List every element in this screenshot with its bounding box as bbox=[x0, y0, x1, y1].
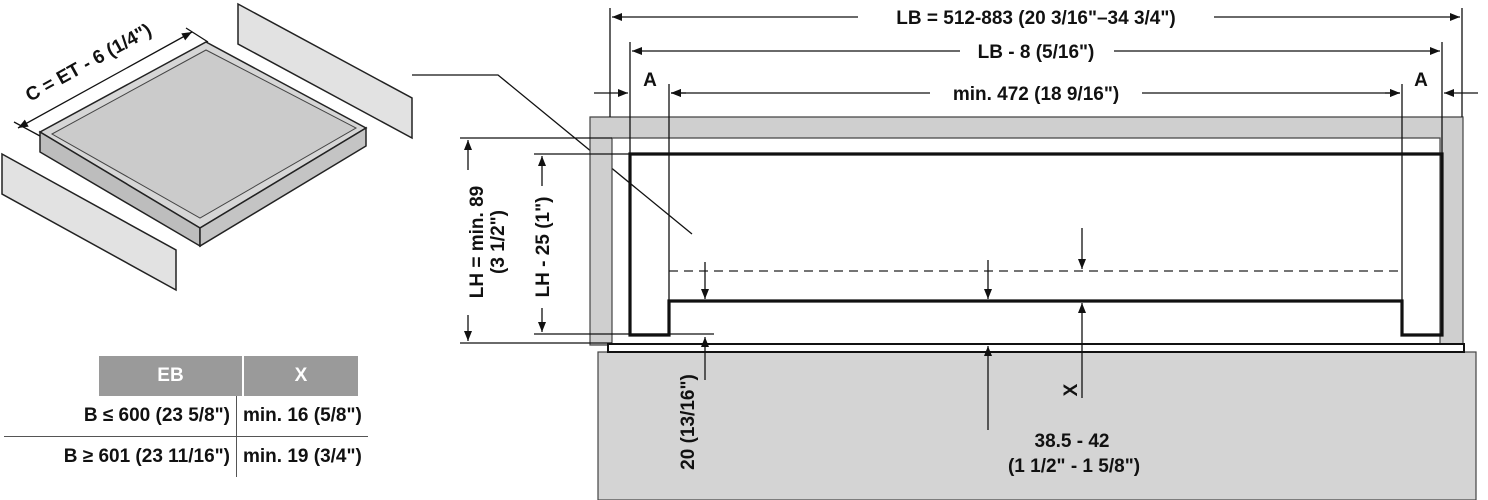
range-label-line2: (1 1/2" - 1 5/8") bbox=[1008, 456, 1140, 477]
lh25-label: LH - 25 (1") bbox=[533, 197, 554, 298]
leader-line bbox=[412, 74, 693, 235]
table-row: B ≥ 601 (23 11/16") min. 19 (3/4") bbox=[4, 436, 368, 477]
row1-b-value: B ≤ 600 (23 5/8") bbox=[4, 396, 237, 437]
c-extension-right bbox=[185, 27, 209, 43]
row2-x-value: min. 19 (3/4") bbox=[235, 436, 368, 477]
drawer-isometric-sketch: C = ET - 6 (1/4") bbox=[1, 2, 693, 292]
lh-label-line2: (3 1/2") bbox=[488, 210, 509, 274]
front-view-section: LB = 512-883 (20 3/16"–34 3/4") LB - 8 (… bbox=[458, 4, 1478, 500]
eb-x-table-container: EB X B ≤ 600 (23 5/8") min. 16 (5/8") B … bbox=[0, 356, 400, 477]
a-left-label: A bbox=[643, 70, 657, 91]
lower-cabinet bbox=[597, 351, 1477, 500]
min472-label: min. 472 (18 9/16") bbox=[953, 84, 1119, 105]
x-label: X bbox=[1061, 383, 1082, 396]
drawer-right-edge bbox=[199, 126, 367, 248]
lb-label: LB = 512-883 (20 3/16"–34 3/4") bbox=[896, 8, 1175, 29]
header-eb: EB bbox=[99, 356, 243, 396]
runner-rail bbox=[607, 343, 1465, 353]
a-right-label: A bbox=[1414, 70, 1428, 91]
row1-x-value: min. 16 (5/8") bbox=[235, 396, 368, 437]
eb-x-table: EB X bbox=[0, 356, 358, 396]
lb8-label: LB - 8 (5/16") bbox=[978, 42, 1095, 63]
table-row: B ≤ 600 (23 5/8") min. 16 (5/8") bbox=[4, 396, 368, 437]
twenty-label: 20 (13/16") bbox=[678, 374, 699, 470]
table-header-row: EB X bbox=[0, 356, 358, 396]
eb-x-table-body: B ≤ 600 (23 5/8") min. 16 (5/8") B ≥ 601… bbox=[4, 396, 368, 477]
cabinet-frame bbox=[589, 116, 1464, 346]
drawer-profile bbox=[628, 152, 1444, 337]
back-side-panel bbox=[237, 2, 413, 140]
c-dimension-line bbox=[17, 31, 193, 129]
range-label-line1: 38.5 - 42 bbox=[1035, 431, 1110, 452]
front-side-panel bbox=[1, 152, 177, 292]
header-x: X bbox=[242, 356, 358, 396]
lh-label-line1: LH = min. 89 bbox=[467, 186, 488, 298]
row2-b-value: B ≥ 601 (23 11/16") bbox=[63, 446, 230, 467]
c-extension-left bbox=[13, 121, 41, 137]
